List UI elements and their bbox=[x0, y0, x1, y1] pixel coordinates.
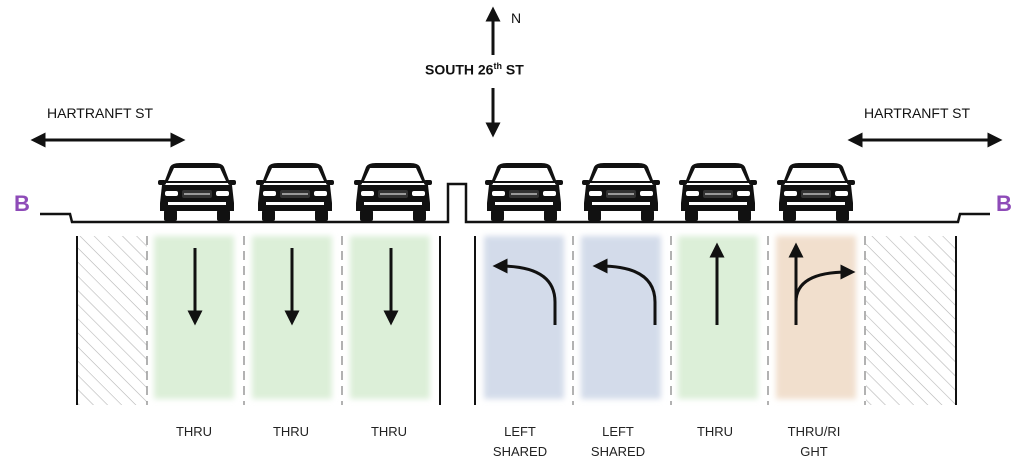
car-front-icon bbox=[484, 162, 564, 222]
road-profile bbox=[40, 182, 990, 224]
cross-street-name: SOUTH 26 bbox=[425, 61, 494, 78]
left-turn-arrow-icon bbox=[492, 258, 557, 325]
lane-label: THRU bbox=[272, 424, 310, 439]
lane-label: THRU bbox=[175, 424, 213, 439]
lane-label: THRU bbox=[370, 424, 408, 439]
lane-label: THRU bbox=[696, 424, 734, 439]
north-label: N bbox=[511, 10, 522, 26]
solid-lines bbox=[76, 236, 957, 405]
hatched-area-east bbox=[866, 236, 956, 405]
car-front-icon bbox=[157, 162, 237, 222]
car-front-icon bbox=[678, 162, 758, 222]
cross-street-suffix: ST bbox=[505, 61, 524, 78]
lane-label: THRU/RI GHT bbox=[787, 424, 841, 459]
lane-dividers bbox=[146, 236, 866, 405]
thru-right-arrow-icon bbox=[794, 264, 856, 320]
lane-label: LEFT SHARED bbox=[590, 424, 646, 459]
street-label-west: HARTRANFT ST bbox=[47, 105, 154, 121]
car-front-icon bbox=[581, 162, 661, 222]
section-marker-right: B bbox=[996, 191, 1012, 216]
lane-label: LEFT SHARED bbox=[492, 424, 548, 459]
cross-street-suffix-sup: th bbox=[493, 61, 502, 71]
left-turn-arrow-icon bbox=[592, 258, 657, 325]
hatched-area-west bbox=[77, 236, 147, 405]
lane-4-panel bbox=[484, 236, 564, 399]
street-label-east: HARTRANFT ST bbox=[864, 105, 971, 121]
car-front-icon bbox=[255, 162, 335, 222]
car-front-icon bbox=[353, 162, 433, 222]
section-marker-left: B bbox=[14, 191, 30, 216]
cross-street-label: SOUTH 26th ST bbox=[425, 61, 524, 78]
lane-panels bbox=[154, 236, 856, 399]
lane-7-panel bbox=[776, 236, 856, 399]
lane-5-panel bbox=[581, 236, 661, 399]
car-front-icon bbox=[776, 162, 856, 222]
